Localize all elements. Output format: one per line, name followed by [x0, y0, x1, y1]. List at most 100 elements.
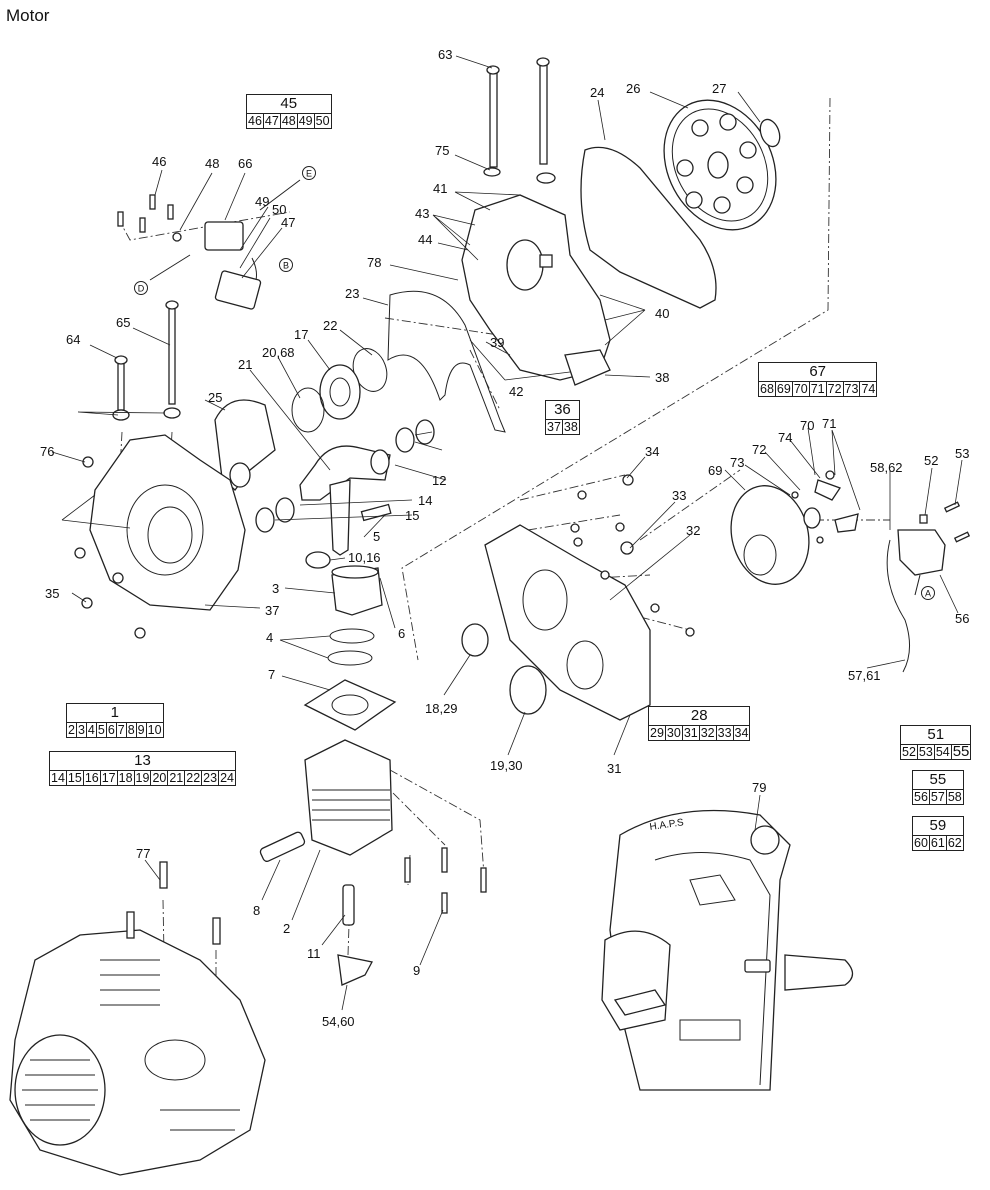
callout: 34: [645, 444, 659, 459]
callout: 70: [800, 418, 814, 433]
callout: 52: [924, 453, 938, 468]
crankcase-gasket: [580, 146, 717, 309]
callout: 35: [45, 586, 59, 601]
group-item: 72: [825, 381, 844, 397]
washer-75b: [163, 407, 181, 419]
piston-ring-b: [327, 650, 373, 666]
cylinder-gasket: [387, 290, 506, 433]
callout: 71: [822, 416, 836, 431]
callout: 65: [116, 315, 130, 330]
marker-b: B: [283, 261, 289, 271]
group-item: 21: [167, 770, 186, 786]
bolt-65: [168, 305, 176, 405]
circlip-21: [291, 387, 325, 433]
ball-bearing-17: [319, 364, 361, 420]
group-item: 68: [758, 381, 776, 397]
marker-d: D: [138, 284, 145, 294]
callout: 47: [281, 215, 295, 230]
group-head: 28: [647, 706, 751, 726]
marker-e: E: [306, 169, 312, 179]
group-item: 22: [184, 770, 203, 786]
group-item: 16: [82, 770, 101, 786]
group-table-36: 36 37 38: [545, 400, 580, 435]
group-item: 57: [928, 789, 947, 805]
pawl-70: [814, 479, 841, 501]
group-head: 1: [66, 703, 164, 723]
callout: 17: [294, 327, 308, 342]
group-head: 55: [912, 770, 964, 790]
group-head: 67: [757, 362, 878, 382]
gear-wheel: [663, 99, 777, 231]
callout: 42: [509, 384, 523, 399]
ignition-cable: [886, 539, 910, 673]
leader-lines: [51, 55, 963, 1011]
group-item: 73: [842, 381, 861, 397]
callout: 12: [432, 473, 446, 488]
callout: 21: [238, 357, 252, 372]
group-item: 61: [928, 835, 947, 851]
group-table-67: 67 68 69 70 71 72 73 74: [757, 362, 878, 397]
group-item: 19: [133, 770, 152, 786]
group-item: 18: [116, 770, 135, 786]
callout: 79: [752, 780, 766, 795]
callout: 40: [655, 306, 669, 321]
callout: 78: [367, 255, 381, 270]
needle-bearing-14b: [275, 497, 295, 523]
gear-bushing: [759, 118, 781, 148]
callout: 74: [778, 430, 792, 445]
group-item: 15: [65, 770, 84, 786]
group-item: 48: [279, 113, 298, 129]
shaft-seal-19: [509, 665, 547, 715]
callout-labels: 63 75 41 43 44 78 24 26 27 46 48 66 49 5…: [40, 47, 969, 1029]
group-item: 62: [945, 835, 964, 851]
needle-bearing-18: [461, 623, 489, 657]
callout: 75: [435, 143, 449, 158]
group-item: 60: [912, 835, 930, 851]
callout: 54,60: [322, 1014, 355, 1029]
group-item: 24: [218, 770, 236, 786]
callout: 7: [268, 667, 275, 682]
needle-bearing-14: [395, 427, 415, 453]
group-item: 2: [66, 722, 77, 738]
group-item: 33: [715, 725, 734, 741]
group-item: 20: [150, 770, 169, 786]
callout: 46: [152, 154, 166, 169]
cylinder-base-gasket: [303, 679, 397, 731]
group-item: 74: [859, 381, 878, 397]
callout: 24: [590, 85, 604, 100]
callout: 4: [266, 630, 273, 645]
small-end-bearing: [305, 551, 331, 569]
group-item: 32: [698, 725, 717, 741]
callout: 14: [418, 493, 432, 508]
group-item: 6: [105, 722, 117, 738]
callout: 73: [730, 455, 744, 470]
callout: 43: [415, 206, 429, 221]
callout: 56: [955, 611, 969, 626]
group-item: 30: [664, 725, 683, 741]
crankcase-half-left: [89, 434, 246, 611]
seal-15: [415, 419, 435, 445]
group-item: 47: [262, 113, 281, 129]
callout: 58,62: [870, 460, 903, 475]
spark-cap: [337, 954, 373, 986]
pawl-71: [834, 513, 859, 533]
long-bolts: [483, 57, 556, 184]
callout: 38: [655, 370, 669, 385]
group-item: 3: [75, 722, 87, 738]
group-item: 46: [246, 113, 264, 129]
callout: 31: [607, 761, 621, 776]
group-item: 71: [808, 381, 827, 397]
crankcase-cover: [484, 524, 651, 721]
ignition-group: [117, 179, 301, 310]
bolt-64: [117, 361, 125, 411]
group-item: 58: [945, 789, 964, 805]
callout: 9: [413, 963, 420, 978]
group-item: 53: [916, 744, 935, 760]
group-item: 29: [648, 725, 666, 741]
callout: 69: [708, 463, 722, 478]
group-item: 10: [145, 722, 164, 738]
callout: 2: [283, 921, 290, 936]
callout: 32: [686, 523, 700, 538]
callout: 50: [272, 202, 286, 217]
